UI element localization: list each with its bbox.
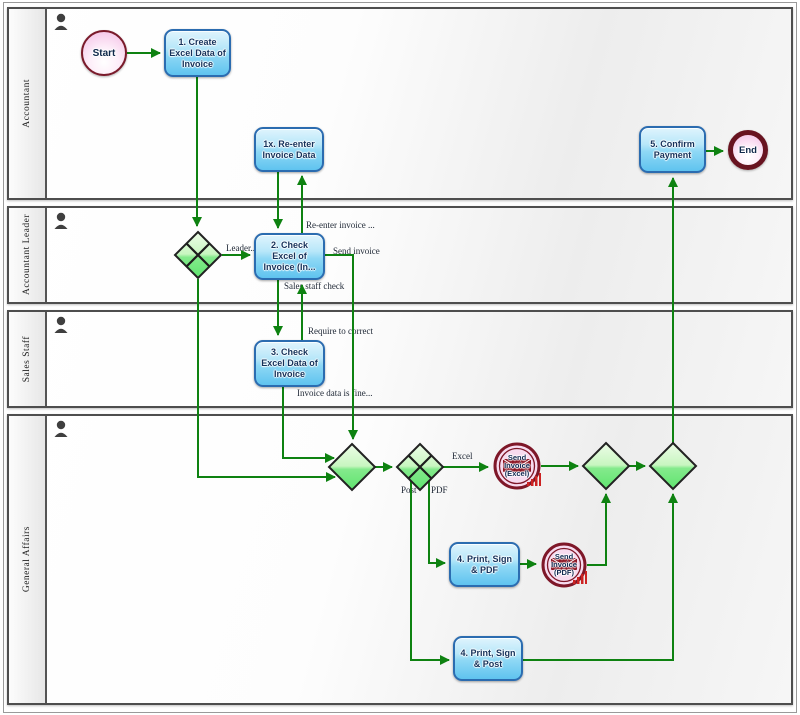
- end-event[interactable]: End: [728, 130, 768, 170]
- lane-sales-staff-header: Sales Staff: [9, 312, 47, 406]
- start-event[interactable]: Start: [81, 30, 127, 76]
- flow-label-require-correct: Require to correct: [308, 326, 373, 336]
- gateway-leader-exclusive[interactable]: [173, 230, 223, 280]
- flow-label-invoice-ok: Invoice data is fine...: [297, 388, 373, 398]
- envelope-icon: [502, 458, 532, 472]
- lane-label: General Affairs: [22, 526, 32, 593]
- gateway-merge-2[interactable]: [581, 441, 631, 491]
- task-check-excel-leader[interactable]: 2. Check Excel of Invoice (In...: [254, 233, 325, 280]
- task-check-excel-sales[interactable]: 3. Check Excel Data of Invoice: [254, 340, 325, 387]
- task-confirm-payment[interactable]: 5. Confirm Payment: [639, 126, 706, 173]
- message-event-text: Send Invoice (PDF): [551, 552, 577, 577]
- task-print-sign-pdf[interactable]: 4. Print, Sign & PDF: [449, 542, 520, 587]
- flow-label-leader-check: Leader...: [226, 243, 258, 253]
- message-event-send-excel[interactable]: Send Invoice (Excel): [493, 442, 541, 490]
- lane-label: Sales Staff: [22, 335, 32, 383]
- lane-accountant-leader-header: Accountant Leader: [9, 208, 47, 302]
- task-print-sign-post[interactable]: 4. Print, Sign & Post: [453, 636, 523, 681]
- gateway-merge-1[interactable]: [327, 442, 377, 492]
- person-icon: [54, 13, 68, 30]
- flow-label-reenter-invoice: Re-enter invoice ...: [306, 220, 375, 230]
- flow-label-send-invoice: Send invoice: [333, 246, 380, 256]
- signal-bars-icon: [527, 473, 541, 486]
- lane-label: Accountant: [22, 79, 32, 128]
- diagram-frame: [3, 2, 797, 713]
- person-icon: [54, 316, 68, 333]
- person-icon: [54, 420, 68, 437]
- message-event-text: Send Invoice (Excel): [504, 453, 530, 478]
- message-event-rings: [493, 442, 541, 490]
- gateway-merge-3[interactable]: [648, 441, 698, 491]
- lane-label: Accountant Leader: [22, 214, 32, 296]
- message-event-send-pdf[interactable]: Send Invoice (PDF): [541, 542, 587, 588]
- lane-sales-staff: Sales Staff: [7, 310, 793, 408]
- person-icon: [54, 212, 68, 229]
- lane-accountant-header: Accountant: [9, 9, 47, 198]
- flow-label-excel: Excel: [452, 451, 473, 461]
- lane-general-affairs-header: General Affairs: [9, 416, 47, 703]
- task-create-invoice[interactable]: 1. Create Excel Data of Invoice: [164, 29, 231, 77]
- flow-label-sales-staff-check: Sales staff check: [284, 281, 345, 291]
- flow-label-post: Post: [401, 485, 417, 495]
- lane-accountant-leader: Accountant Leader: [7, 206, 793, 304]
- gateway-split-format-exclusive[interactable]: [395, 442, 445, 492]
- task-reenter-invoice-data[interactable]: 1x. Re-enter Invoice Data: [254, 127, 324, 172]
